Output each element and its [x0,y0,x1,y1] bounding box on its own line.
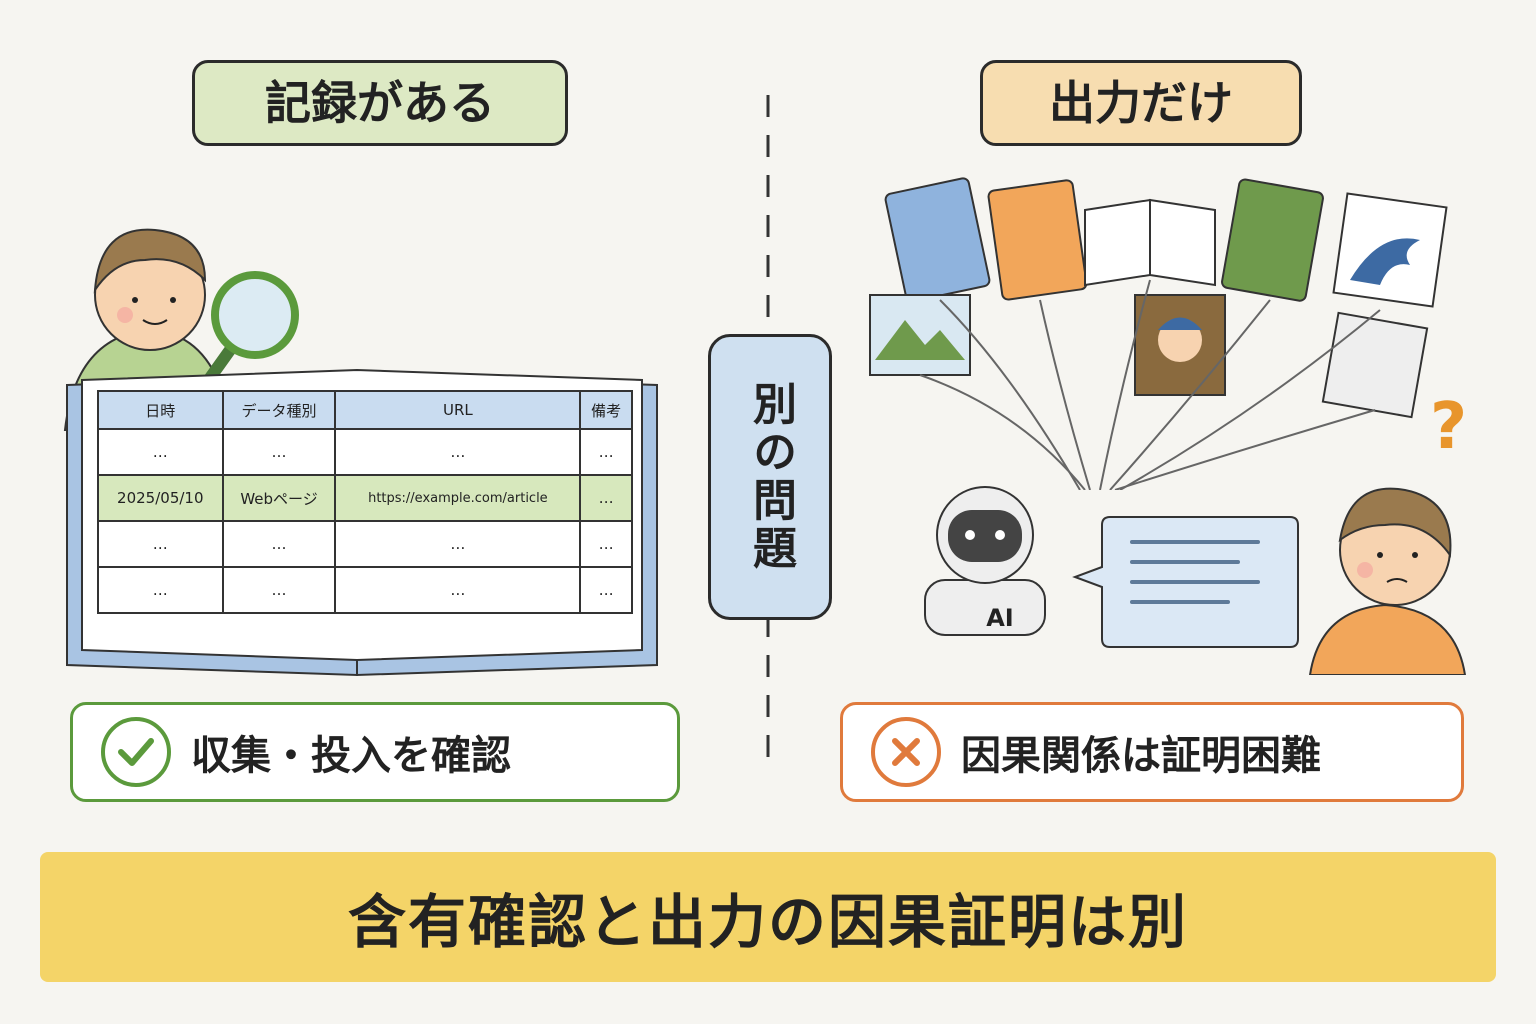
table-header: データ種別 [221,390,337,430]
table-cell: … [221,428,337,476]
center-label: 別の問題 [708,334,832,620]
landscape-painting-icon [869,294,971,376]
robot-icon [924,486,1046,636]
table-cell: … [97,428,224,476]
question-mark: ? [1430,390,1468,464]
wave-painting-icon [1332,192,1448,308]
table-cell: … [579,428,633,476]
book-icon [1221,178,1324,302]
table-cell-note: … [579,474,633,522]
right-result-box: 因果関係は証明困難 [840,702,1464,802]
table-header: URL [334,390,582,430]
table-cell: … [334,566,582,614]
book-icon [987,179,1088,301]
table-cell-type: Webページ [221,474,337,522]
source-materials [869,177,1448,490]
table-header: 備考 [579,390,633,430]
table-row: … … … … [97,566,633,614]
table-cell-date: 2025/05/10 [97,474,224,522]
table-row-highlighted: 2025/05/10 Webページ https://example.com/ar… [97,474,633,522]
table-row: … … … … [97,428,633,476]
right-title: 出力だけ [980,60,1302,146]
table-cell: … [221,520,337,568]
robot-label: AI [986,604,1014,632]
table-cell: … [334,520,582,568]
cross-icon [871,717,941,787]
thinking-person [1308,487,1467,675]
left-result-text: 収集・投入を確認 [191,733,511,779]
portrait-painting-icon [1134,294,1226,396]
record-table: 日時 データ種別 URL 備考 … … … … 2025/05/10 Webペー… [97,390,633,614]
left-result-box: 収集・投入を確認 [70,702,680,802]
table-cell: … [97,566,224,614]
check-icon [101,717,171,787]
conclusion-banner: 含有確認と出力の因果証明は別 [40,852,1496,982]
book-icon [884,177,991,303]
right-result-text: 因果関係は証明困難 [961,733,1321,779]
table-header: 日時 [97,390,224,430]
table-cell: … [579,520,633,568]
table-cell: … [579,566,633,614]
newspaper-icon [1321,311,1429,419]
left-title: 記録がある [192,60,568,146]
table-cell: … [97,520,224,568]
bubble-text-lines [1130,540,1260,620]
open-book-icon [1084,198,1216,287]
table-row: … … … … [97,520,633,568]
table-cell: … [221,566,337,614]
table-cell-url: https://example.com/article [334,474,582,522]
table-cell: … [334,428,582,476]
